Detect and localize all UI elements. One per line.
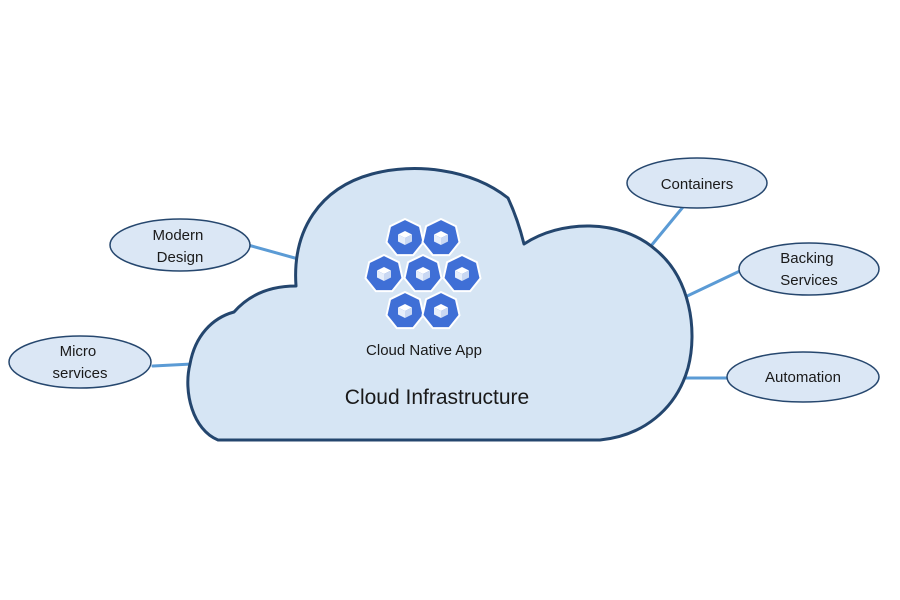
node-modern-design-label: Modern Design <box>152 227 207 266</box>
connector-backing-services <box>681 268 744 300</box>
node-modern-design-line-1: Modern <box>152 227 203 244</box>
node-automation-line-1: Automation <box>765 369 841 386</box>
cloud-native-app-label: Cloud Native App <box>366 342 482 359</box>
hexagon-cube-icon <box>421 290 461 330</box>
node-automation-bubble <box>726 351 880 403</box>
node-modern-design: Modern Design <box>109 218 251 272</box>
connector-micro-services <box>151 362 194 368</box>
node-containers-label: Containers <box>661 176 734 193</box>
cube-left <box>416 270 423 281</box>
hexagon-cube-icon <box>385 290 425 330</box>
cube-right <box>384 270 391 281</box>
node-backing-services: Backing Services <box>738 242 880 296</box>
connector-containers <box>644 205 685 254</box>
cube-right <box>441 307 448 318</box>
node-modern-design-line-2: Design <box>157 249 204 266</box>
node-backing-services-line-2: Services <box>780 272 838 289</box>
node-micro-services-label: Micro services <box>52 343 107 382</box>
hexagon-cube-icon <box>403 253 443 293</box>
cube-right <box>405 307 412 318</box>
node-modern-design-bubble <box>109 218 251 272</box>
node-containers-bubble <box>626 157 768 209</box>
node-backing-services-line-1: Backing <box>780 250 833 267</box>
cloud-infrastructure-label: Cloud Infrastructure <box>345 386 529 409</box>
cube-left <box>398 307 405 318</box>
cube-right <box>441 234 448 245</box>
cube-right <box>405 234 412 245</box>
node-containers-line-1: Containers <box>661 176 734 193</box>
cube-left <box>455 270 462 281</box>
hexagon-cube-icon <box>421 217 461 257</box>
cube-left <box>398 234 405 245</box>
node-backing-services-label: Backing Services <box>780 250 838 289</box>
node-automation: Automation <box>726 351 880 403</box>
node-micro-services-bubble <box>8 335 152 389</box>
cube-right <box>423 270 430 281</box>
hexagon-cube-icon <box>364 253 404 293</box>
node-micro-services-line-2: services <box>52 365 107 382</box>
cube-left <box>434 234 441 245</box>
node-automation-label: Automation <box>765 369 841 386</box>
connector-modern-design <box>246 243 304 262</box>
hexagon-cube-icon <box>385 217 425 257</box>
kubernetes-cube-hexagon-cluster-icon <box>364 217 482 330</box>
node-backing-services-bubble <box>738 242 880 296</box>
hexagon-cube-icon <box>442 253 482 293</box>
cube-left <box>377 270 384 281</box>
connectors <box>151 205 744 380</box>
node-micro-services-line-1: Micro <box>60 343 97 360</box>
node-micro-services: Micro services <box>8 335 152 389</box>
cube-left <box>434 307 441 318</box>
cube-right <box>462 270 469 281</box>
node-containers: Containers <box>626 157 768 209</box>
